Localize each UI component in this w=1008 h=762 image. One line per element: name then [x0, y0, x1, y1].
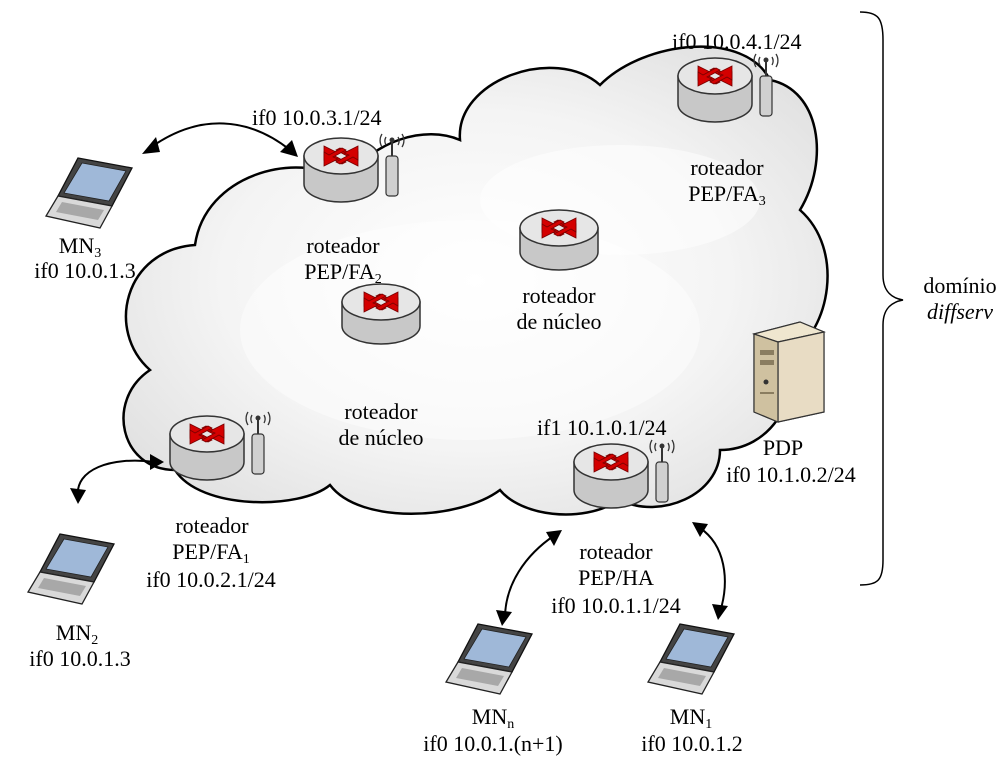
link-mnn-ha [504, 534, 556, 619]
router-fa2-icon [303, 133, 405, 203]
link-mn3-fa2 [149, 122, 291, 151]
domain-brace [859, 11, 904, 586]
antenna [753, 53, 779, 117]
mnn-ip-label: if0 10.0.1.(n+1) [423, 731, 563, 756]
laptop-mn3-icon [44, 157, 133, 229]
ha-role-label: PEP/HA [578, 565, 654, 590]
laptop-mnn-icon [444, 623, 533, 695]
router-fa3-icon [677, 53, 779, 123]
domain-line2: diffserv [927, 299, 993, 324]
pdp-server-icon [751, 321, 826, 423]
mn2-ip-label: if0 10.0.1.3 [29, 646, 131, 671]
fa1-ip-label: if0 10.0.2.1/24 [146, 567, 276, 592]
fa2-role-label: PEP/FA2 [304, 259, 382, 287]
laptop-mn1-icon [646, 623, 735, 695]
domain-line1: domínio [923, 273, 997, 298]
core-router-b-icon [341, 283, 421, 345]
fa1-name-label: roteador [175, 513, 249, 538]
ha-ip-label: if1 10.1.0.1/24 [537, 415, 667, 440]
mnn-name-label: MNn [471, 704, 515, 732]
router-body [677, 57, 753, 123]
ha-name-label: roteador [579, 539, 653, 564]
mn2-name-label: MN2 [55, 620, 99, 648]
router-fa1-icon [169, 411, 271, 481]
core-a-line1: roteador [522, 283, 596, 308]
fa3-ip-label: if0 10.0.4.1/24 [672, 29, 802, 54]
link-mn1-ha [699, 527, 726, 613]
mn3-name-label: MN3 [58, 233, 102, 261]
mn3-ip-label: if0 10.0.1.3 [34, 258, 136, 283]
mn1-ip-label: if0 10.0.1.2 [641, 731, 743, 756]
mn1-name-label: MN1 [669, 704, 713, 732]
fa1-role-label: PEP/FA1 [172, 539, 250, 567]
fa3-name-label: roteador [690, 155, 764, 180]
pdp-ip-label: if0 10.1.0.2/24 [726, 462, 856, 487]
core-a-line2: de núcleo [516, 309, 602, 334]
fa2-name-label: roteador [306, 233, 380, 258]
fa3-role-label: PEP/FA3 [688, 181, 766, 209]
core-b-line1: roteador [344, 399, 418, 424]
router-ha-icon [573, 439, 675, 509]
link-mn2-fa1 [76, 459, 156, 497]
core-b-line2: de núcleo [338, 425, 424, 450]
fa2-ip-label: if0 10.0.3.1/24 [252, 105, 382, 130]
ha-ip2-label: if0 10.0.1.1/24 [551, 593, 681, 618]
laptop-mn2-icon [26, 533, 115, 605]
pdp-name-label: PDP [762, 435, 804, 460]
core-router-a-icon [519, 209, 599, 271]
